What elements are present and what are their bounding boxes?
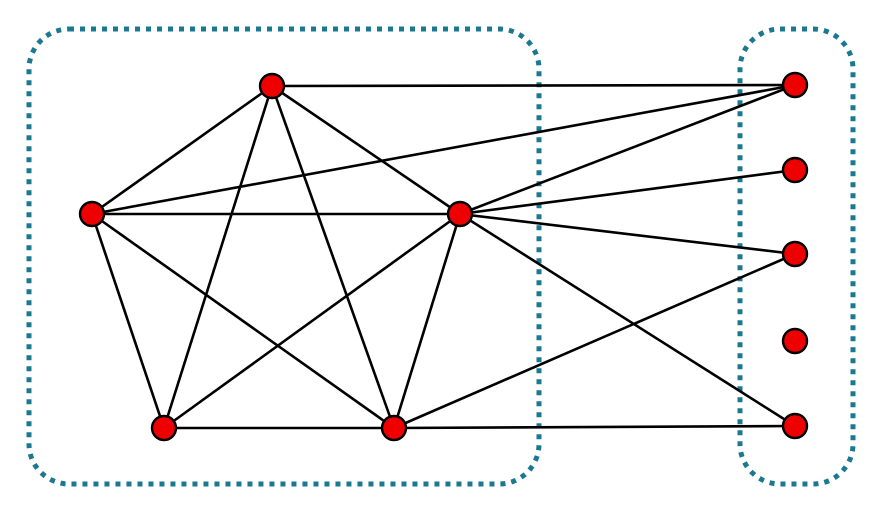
node-R2 bbox=[781, 156, 809, 184]
node-D bbox=[150, 414, 178, 442]
node-C bbox=[446, 200, 474, 228]
edge-B-E bbox=[91, 212, 395, 430]
node-R5 bbox=[781, 412, 809, 440]
edge-E-R5 bbox=[393, 424, 796, 430]
edge-A-R1 bbox=[271, 83, 796, 88]
node-R3 bbox=[781, 240, 809, 268]
node-R4 bbox=[781, 327, 809, 355]
edge-C-E bbox=[392, 213, 462, 429]
node-B bbox=[78, 200, 106, 228]
edge-C-R1 bbox=[459, 83, 796, 216]
node-R1 bbox=[781, 71, 809, 99]
node-E bbox=[380, 414, 408, 442]
edge-E-R3 bbox=[393, 252, 796, 430]
edge-B-R1 bbox=[91, 83, 796, 216]
edge-A-B bbox=[91, 84, 273, 216]
edge-C-D bbox=[163, 212, 461, 430]
edge-C-R2 bbox=[459, 168, 796, 216]
edge-C-R5 bbox=[459, 212, 796, 428]
right-group-border bbox=[737, 26, 856, 487]
edge-A-D bbox=[162, 85, 274, 429]
edge-C-R3 bbox=[459, 212, 796, 256]
edge-A-E bbox=[270, 85, 396, 429]
groups-layer bbox=[26, 26, 856, 487]
edge-A-C bbox=[271, 84, 461, 216]
edges-layer bbox=[90, 83, 796, 430]
nodes-layer bbox=[78, 71, 809, 442]
edge-B-D bbox=[90, 213, 166, 429]
node-A bbox=[258, 72, 286, 100]
left-group-border bbox=[26, 26, 542, 487]
